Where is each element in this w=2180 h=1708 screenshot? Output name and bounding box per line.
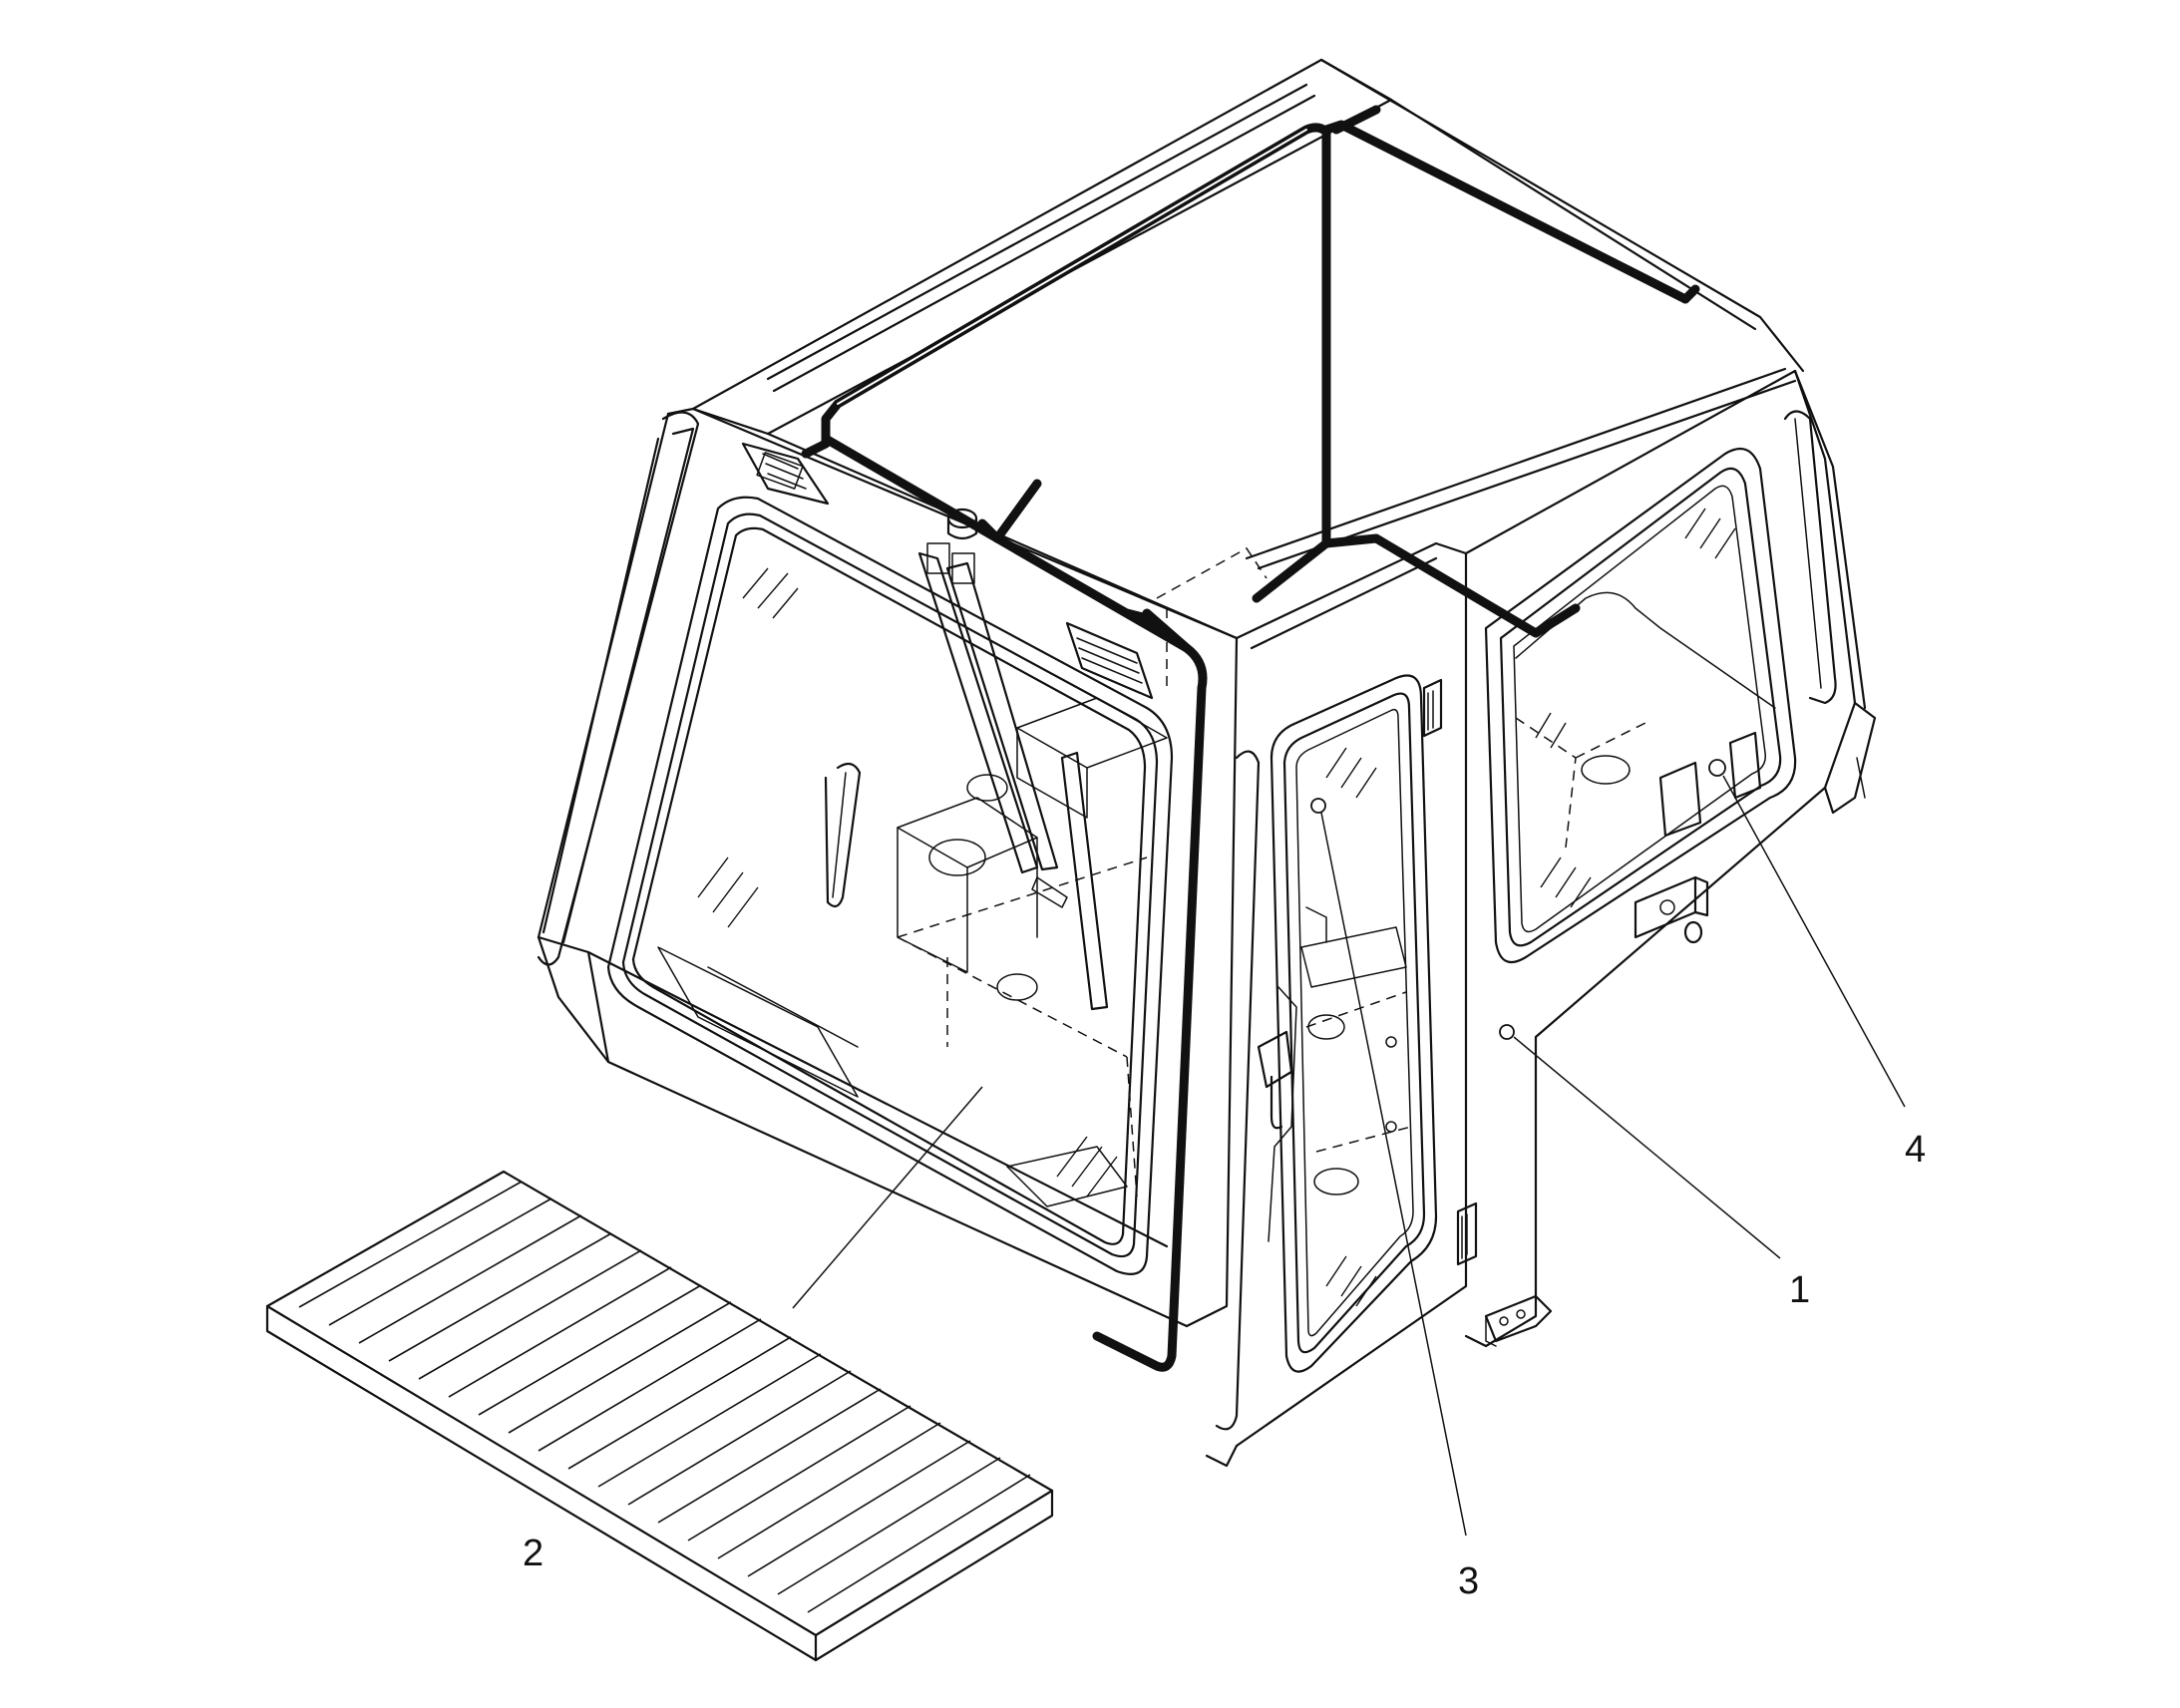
- hinge-icon: [1422, 678, 1478, 1266]
- wiper-arm-icon: [917, 542, 1109, 1011]
- windshield-glass: [697, 567, 1118, 1197]
- callout-label-2: 2: [523, 1533, 544, 1574]
- cab-front-frame: [537, 407, 1239, 1328]
- cab-side-panel: [1464, 369, 1877, 1348]
- callout-label-4: 4: [1905, 1129, 1926, 1171]
- callout-label-1: 1: [1789, 1269, 1810, 1311]
- work-light-left: [741, 442, 830, 506]
- callout-label-3: 3: [1458, 1560, 1479, 1602]
- callouts: 1 2 3 4: [523, 1129, 1926, 1602]
- cab-door: [1205, 541, 1468, 1468]
- side-handrail-left: [537, 411, 1261, 1431]
- front-handrail-left: [824, 762, 862, 908]
- work-light-right: [1065, 621, 1154, 700]
- circle-marker-icon: [1499, 1024, 1515, 1040]
- wiring-harness: [801, 105, 1700, 1372]
- beacon-mount: [946, 508, 978, 540]
- cab-interior: [657, 547, 1268, 1207]
- leader-lines: [792, 775, 1906, 1537]
- floor-mat: [265, 1170, 1054, 1662]
- circle-marker-icon: [1310, 798, 1326, 814]
